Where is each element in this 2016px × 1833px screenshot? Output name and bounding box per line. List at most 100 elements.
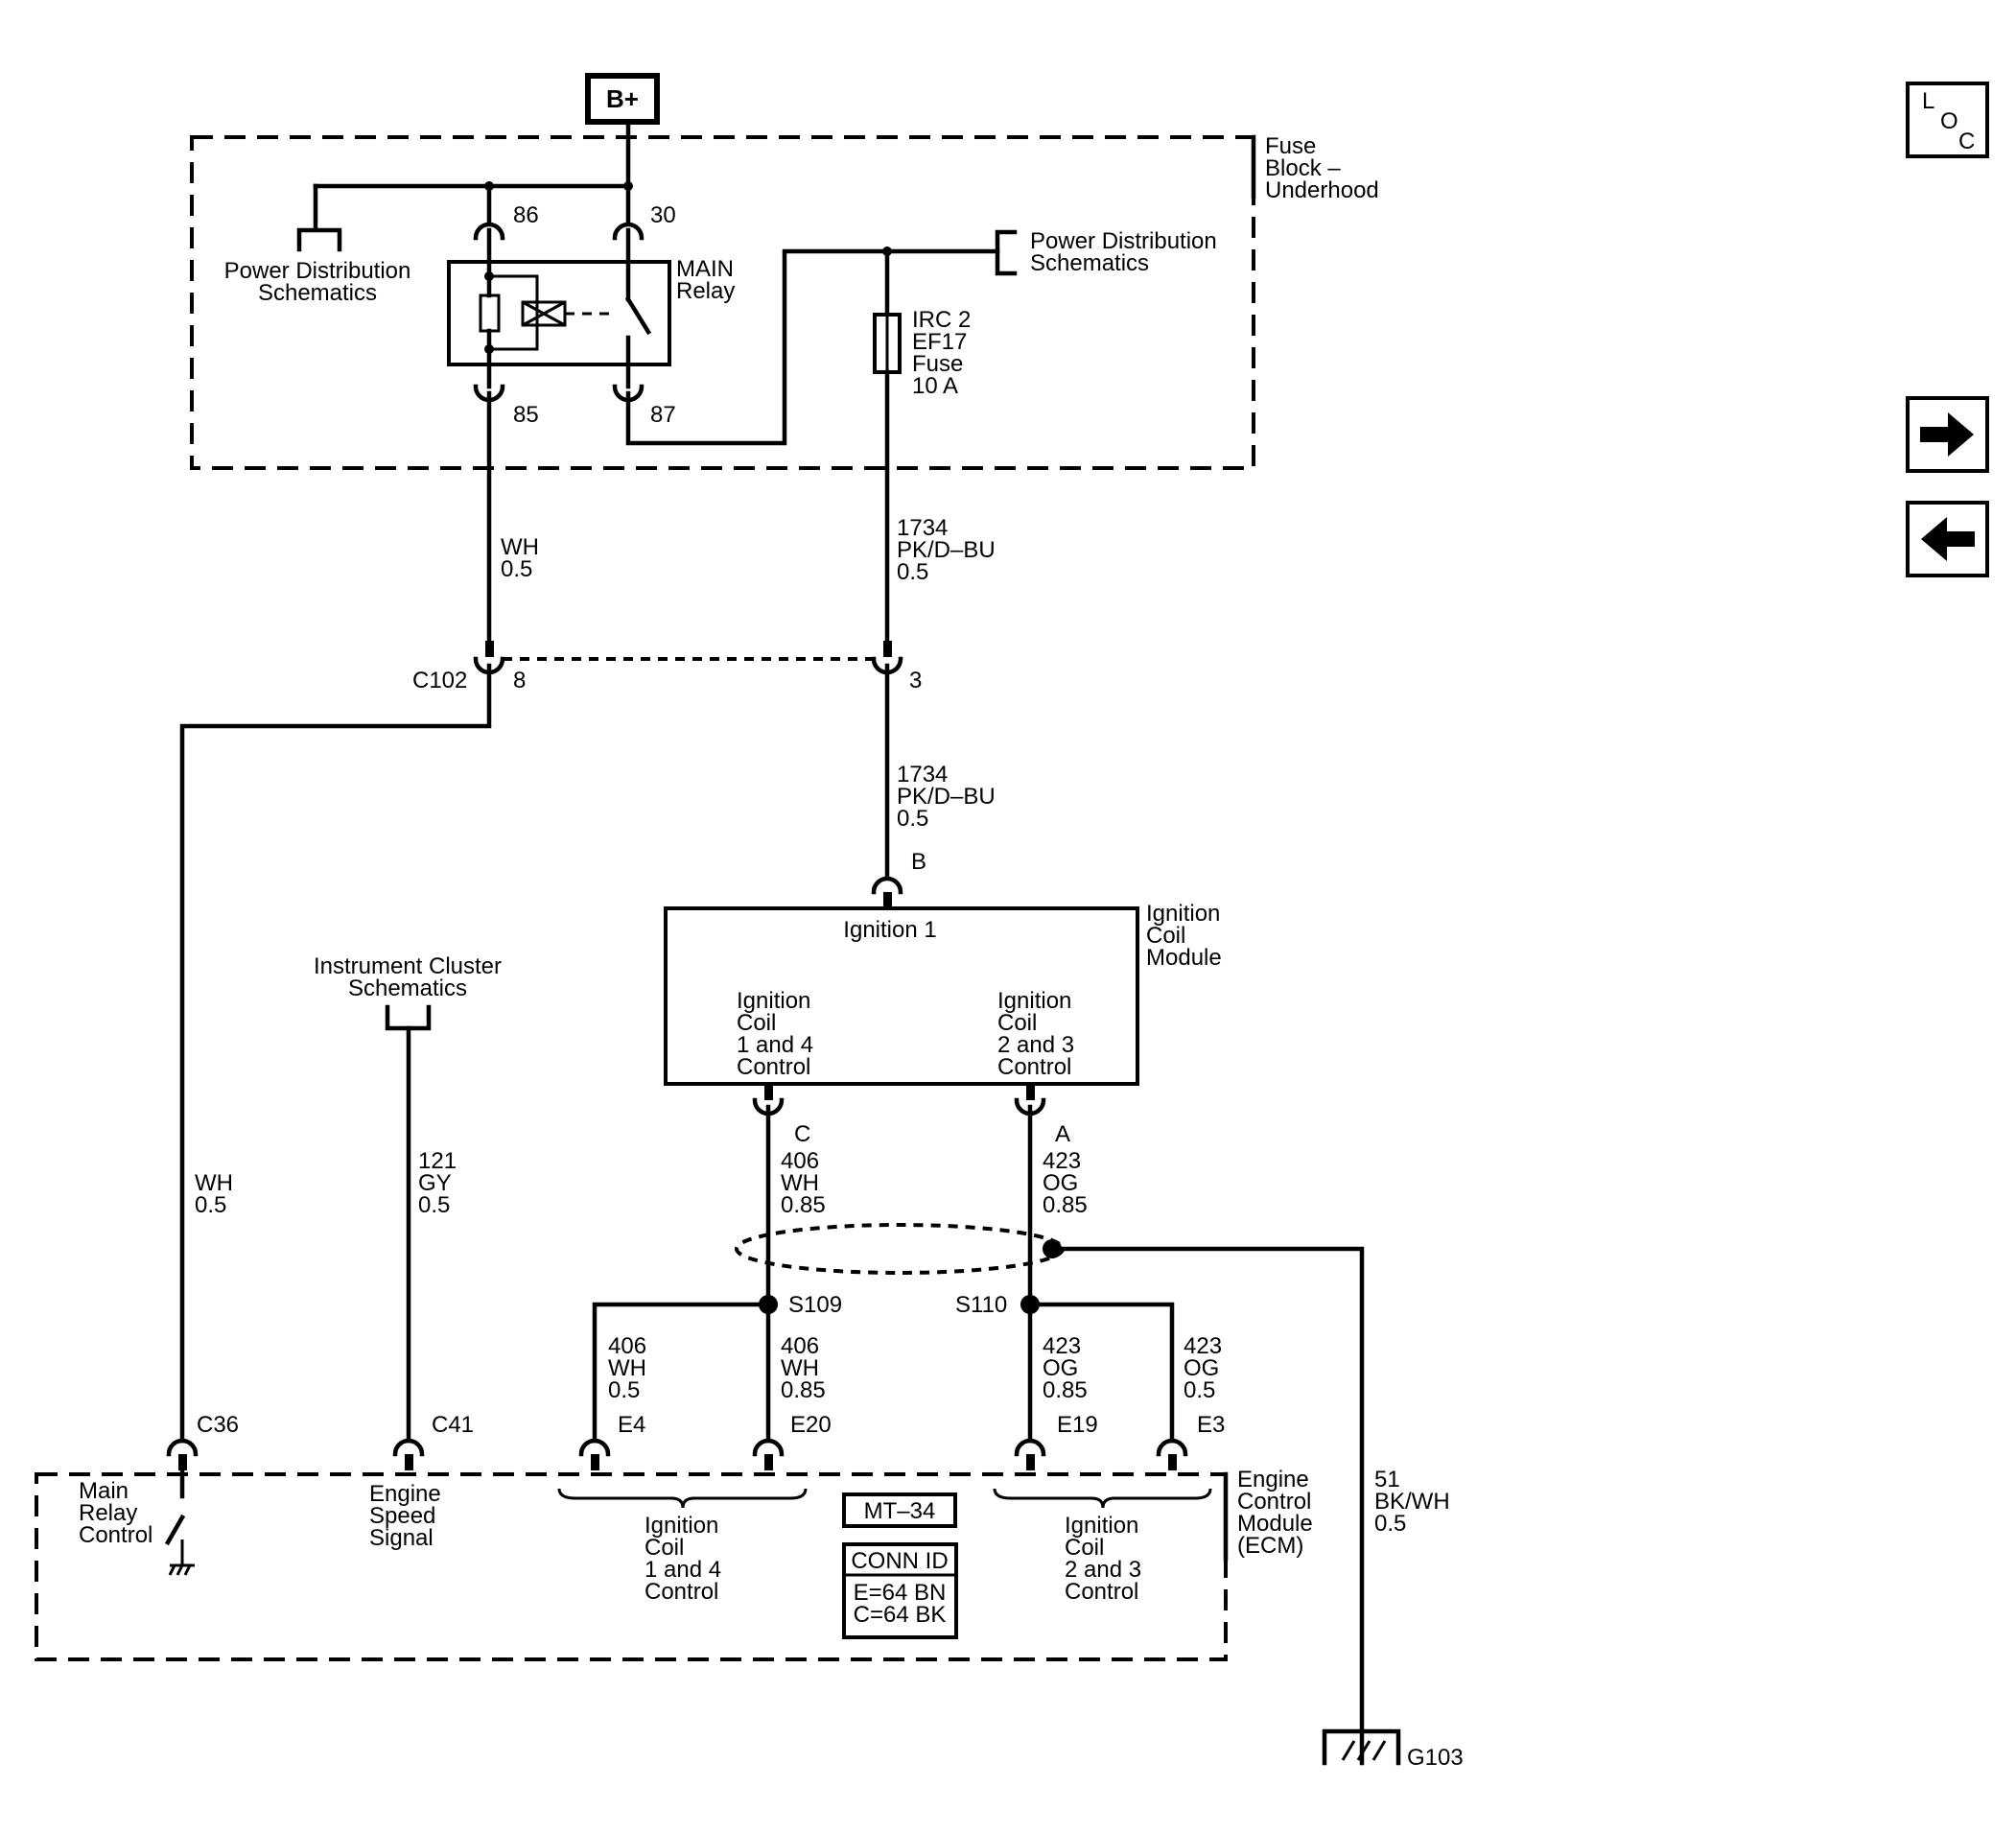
wire-423-top-size-label: 0.85 <box>1043 1192 1088 1218</box>
ground-label-label: G103 <box>1407 1745 1464 1771</box>
wire-main-relay-size-label: 0.5 <box>195 1192 226 1218</box>
loc-button-c-label: C <box>1958 129 1975 154</box>
conn-box-line1-label: E=64 BN <box>854 1580 947 1606</box>
ecm-engine-speed-l1-label: Engine <box>369 1481 441 1507</box>
ecm-engine-speed-l2-label: Speed <box>369 1503 435 1529</box>
fuse-line1-label: IRC 2 <box>912 307 971 333</box>
ecm-pins-c41-label: C41 <box>432 1412 474 1438</box>
ecm-coil14-l3-label: 1 and 4 <box>645 1557 721 1583</box>
ground-wire-circuit-label: 51 <box>1374 1467 1400 1492</box>
coil-module-pin-a-label: A <box>1055 1121 1070 1147</box>
connector-id-box: CONN ID E=64 BN C=64 BK <box>842 1542 958 1639</box>
ecm-line2-label: Control <box>1237 1489 1311 1515</box>
fuse-line2-label: EF17 <box>912 329 967 355</box>
loc-button-l-label: L <box>1922 88 1934 114</box>
ecm-pins-e4-label: E4 <box>618 1412 645 1438</box>
ecm-pins-e3-label: E3 <box>1197 1412 1225 1438</box>
coil-module-line2-label: Coil <box>1146 923 1185 949</box>
ecm-pins-e19-label: E19 <box>1057 1412 1098 1438</box>
fuse-block-label: Fuse Block – Underhood <box>1251 133 1379 203</box>
battery-positive-box: B+ <box>585 73 660 125</box>
ecm-main-relay-l3-label: Control <box>79 1522 152 1548</box>
wire-423-b-color-label: OG <box>1184 1355 1219 1381</box>
wire-85-color-label: WH <box>501 534 539 560</box>
power-label-label: B+ <box>606 84 639 113</box>
wire-406-b-color-label: WH <box>781 1355 819 1381</box>
wire-121-circuit-label: 121 <box>418 1148 457 1174</box>
wire-406-a-circuit-label: 406 <box>608 1333 646 1359</box>
ecm-pins-c36-label: C36 <box>197 1412 239 1438</box>
coil-module-out23-l4-label: Control <box>997 1054 1071 1080</box>
relay-line2-label: Relay <box>676 278 735 304</box>
fuse-line4-label: 10 A <box>912 373 958 399</box>
instrument-cluster-line1-label: Instrument Cluster <box>314 953 502 979</box>
wire-423-a-color-label: OG <box>1043 1355 1078 1381</box>
main-relay-control-switch <box>164 1468 195 1576</box>
wire-1734-upper-color-label: PK/D–BU <box>897 537 996 563</box>
conn-box-line2-label: C=64 BK <box>854 1602 947 1628</box>
wire-85-size-label: 0.5 <box>501 556 532 582</box>
coil-module-out14-l2-label: Coil <box>737 1010 776 1036</box>
ecm-coil23-l2-label: Coil <box>1065 1535 1104 1561</box>
wire-423-b-circuit-label: 423 <box>1184 1333 1222 1359</box>
main-relay: 86 30 MAIN Relay 85 87 <box>447 183 735 428</box>
coil-module-out23-l2-label: Coil <box>997 1010 1037 1036</box>
ecm-coil23-l1-label: Ignition <box>1065 1513 1138 1539</box>
wire-406-top-color-label: WH <box>781 1170 819 1196</box>
wire-406-b-size-label: 0.85 <box>781 1377 826 1403</box>
ecm-pins-e20-label: E20 <box>790 1412 832 1438</box>
splice-s109: S109 <box>592 1292 842 1444</box>
ecm-coil14-l2-label: Coil <box>645 1535 684 1561</box>
wire-406-top-size-label: 0.85 <box>781 1192 826 1218</box>
splices-s109-label: S109 <box>788 1292 842 1318</box>
coil-module-line1-label: Ignition <box>1146 901 1220 927</box>
wire-1734-lower-color-label: PK/D–BU <box>897 784 996 810</box>
ecm-pin-e4: E4 <box>578 1412 645 1470</box>
wire-main-relay-color-label: WH <box>195 1170 233 1196</box>
coil-module-out14-l4-label: Control <box>737 1054 810 1080</box>
coil-module-input-label: Ignition 1 <box>843 917 936 943</box>
ecm-pin-c41: C41 <box>392 1412 474 1470</box>
location-view-button[interactable]: L O C <box>1906 82 1989 158</box>
ecm-pin-e20: E20 <box>752 1412 832 1470</box>
relay-line1-label: MAIN <box>676 256 734 282</box>
mt-box-label-label: MT–34 <box>864 1498 936 1524</box>
wire-423-a-circuit-label: 423 <box>1043 1333 1081 1359</box>
wire-1734-lower-circuit-label: 1734 <box>897 762 948 787</box>
previous-page-button[interactable] <box>1906 501 1989 577</box>
ecm-coil23-l3-label: 2 and 3 <box>1065 1557 1141 1583</box>
ecm-border <box>35 1472 1228 1661</box>
wire-406-b-circuit-label: 406 <box>781 1333 819 1359</box>
ecm-label: Engine Control Module (ECM) <box>1223 1467 1313 1562</box>
arrow-right-icon <box>1920 412 1974 457</box>
mt-34-label: MT–34 <box>842 1492 957 1528</box>
coil-module-pin-c-label: C <box>794 1121 810 1147</box>
conn-box-title-label: CONN ID <box>851 1548 948 1574</box>
ecm-pin-e3: E3 <box>1156 1412 1225 1470</box>
power-dist-right-line1-label: Power Distribution <box>1030 228 1217 254</box>
ecm-line4-label: (ECM) <box>1237 1533 1303 1559</box>
splices-s110-label: S110 <box>955 1292 1007 1318</box>
coil14-brace <box>557 1488 808 1509</box>
wire-1734-upper-size-label: 0.5 <box>897 559 928 585</box>
coil23-brace <box>993 1488 1212 1509</box>
ecm-coil14-l1-label: Ignition <box>645 1513 718 1539</box>
relay-pin30-label: 30 <box>650 202 676 228</box>
ecm-coil14-l4-label: Control <box>645 1579 718 1605</box>
loc-button-o-label: O <box>1940 108 1958 134</box>
connector-c102: C102 8 3 <box>412 641 922 693</box>
ecm-line3-label: Module <box>1237 1511 1313 1537</box>
coil-module-line3-label: Module <box>1146 945 1222 971</box>
coil-module-out14-l1-label: Ignition <box>737 988 810 1014</box>
fuse-line3-label: Fuse <box>912 351 963 377</box>
ground-symbol: G103 <box>1322 1728 1464 1771</box>
wire-406-a-size-label: 0.5 <box>608 1377 640 1403</box>
fuse-block-line1-label: Fuse <box>1265 133 1316 159</box>
arrow-left-icon <box>1921 517 1975 561</box>
coil-module-out23-l1-label: Ignition <box>997 988 1071 1014</box>
ecm-main-relay-l2-label: Relay <box>79 1500 137 1526</box>
wire-406-top-circuit-label: 406 <box>781 1148 819 1174</box>
wire-423-top-color-label: OG <box>1043 1170 1078 1196</box>
next-page-button[interactable] <box>1906 396 1989 473</box>
